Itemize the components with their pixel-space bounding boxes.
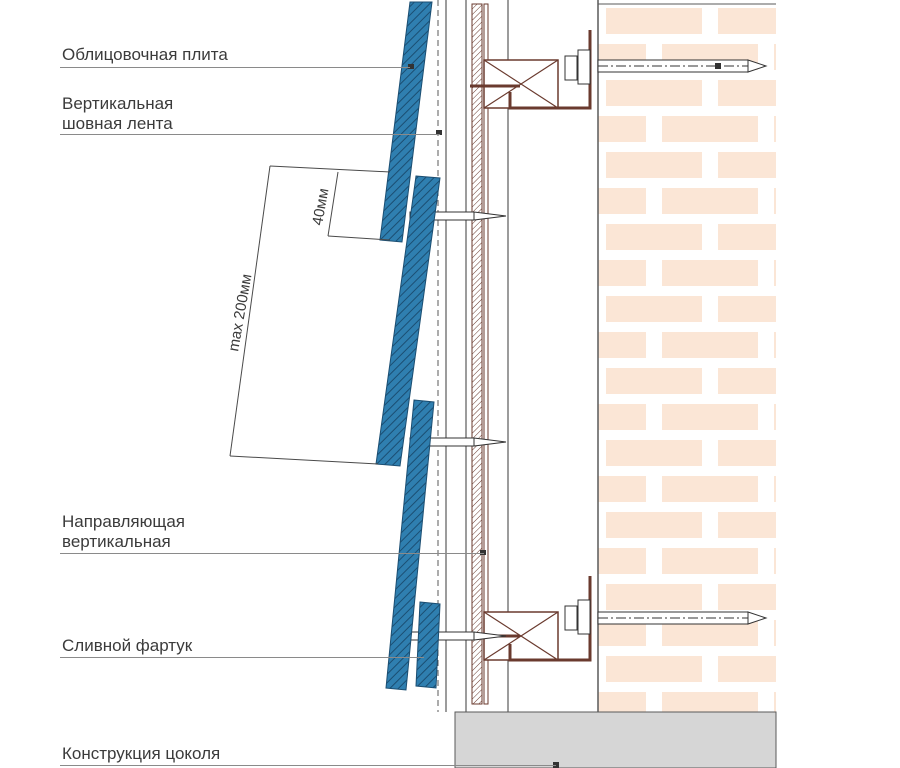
drip-apron-shape: [415, 601, 441, 689]
wall-bracket-top: [470, 30, 768, 110]
vertical-guide-profile: [471, 3, 489, 705]
leader-plinth: [60, 765, 556, 766]
label-guide-line1: Направляющая: [62, 512, 186, 531]
facing-panel-1: [379, 1, 433, 243]
leader-facing-slab: [60, 67, 410, 68]
fixing-screws: [409, 211, 507, 641]
leader-guide: [60, 553, 484, 554]
facing-panel-2: [375, 175, 441, 467]
dimension-max-step-text: max 200мм: [225, 273, 255, 353]
label-vertical-tape-line2: шовная лента: [62, 114, 173, 133]
dimension-texts: 40мм max 200мм: [225, 187, 332, 353]
label-drip-apron: Сливной фартук: [62, 636, 193, 655]
insulation-layer: [437, 0, 509, 712]
dimension-lines: [229, 165, 391, 465]
label-facing-slab: Облицовочная плита: [62, 45, 228, 64]
joint-tape-markers: [408, 64, 486, 555]
plinth-block: [454, 711, 777, 768]
brick-wall: [597, 0, 776, 712]
leader-vertical-tape: [60, 134, 440, 135]
label-plinth: Конструкция цоколя: [62, 744, 221, 763]
label-vertical-tape-line1: Вертикальная: [62, 94, 174, 113]
dimension-overlap-text: 40мм: [309, 187, 332, 227]
facing-panels: [375, 1, 441, 691]
label-guide-line2: вертикальная: [62, 532, 171, 551]
leader-drip-apron: [60, 657, 424, 658]
facing-panel-3: [385, 399, 435, 691]
